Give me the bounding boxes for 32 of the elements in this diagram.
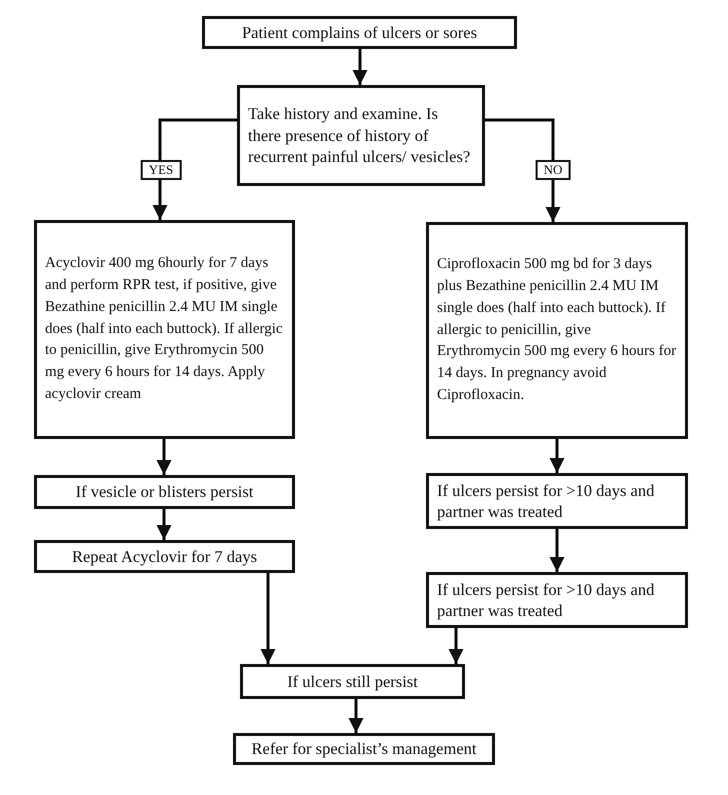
node-text: Refer for specialist’s management [252, 738, 476, 760]
arrow [352, 49, 368, 85]
arrow [152, 118, 237, 220]
process-box [202, 16, 517, 49]
node-text: Acyclovir 400 mg 6hourly for 7 days and perform RPR test, if positive, give Bezathine penicillin 2.4 MU IM single does (half into each buttock). If allergic to penicillin, give Erythromycin 500 mg every 6 hours for 14 days. Apply acyclovir cream [45, 254, 284, 404]
node-text: If vesicle or blisters persist [76, 481, 254, 503]
edge-label: YES [140, 160, 182, 180]
arrow [156, 509, 172, 540]
arrow [156, 439, 172, 475]
process-box [426, 222, 688, 439]
arrow [448, 628, 464, 664]
arrow [550, 529, 564, 572]
arrow [260, 573, 276, 664]
arrow [348, 699, 364, 733]
node-text: If ulcers persist for >10 days and partner was treated [437, 578, 656, 622]
arrow [550, 439, 564, 473]
process-box [426, 473, 688, 529]
arrow [485, 118, 560, 222]
process-box [240, 664, 465, 699]
decision-box [237, 85, 485, 186]
process-box [34, 220, 295, 439]
node-text: Take history and examine. Is there presence of history of recurrent painful ulcers/ vesicles? [248, 103, 472, 168]
node-text: If ulcers persist for >10 days and partner was treated [437, 480, 656, 522]
process-box [233, 733, 495, 765]
node-text: Repeat Acyclovir for 7 days [72, 546, 258, 568]
process-box [34, 475, 295, 509]
process-box [34, 540, 295, 573]
process-box [426, 572, 688, 628]
node-text: Patient complains of ulcers or sores [242, 22, 478, 44]
edge-label: NO [536, 160, 570, 180]
node-text: Ciprofloxacin 500 mg bd for 3 days plus Bezathine penicillin 2.4 MU IM single does (half into each buttock). If allergic to penicillin, give Erythromycin 500 mg every 6 hours for 14 days. In pregnancy avoid Ciprofloxacin. [437, 255, 677, 405]
node-text: If ulcers still persist [287, 670, 418, 692]
